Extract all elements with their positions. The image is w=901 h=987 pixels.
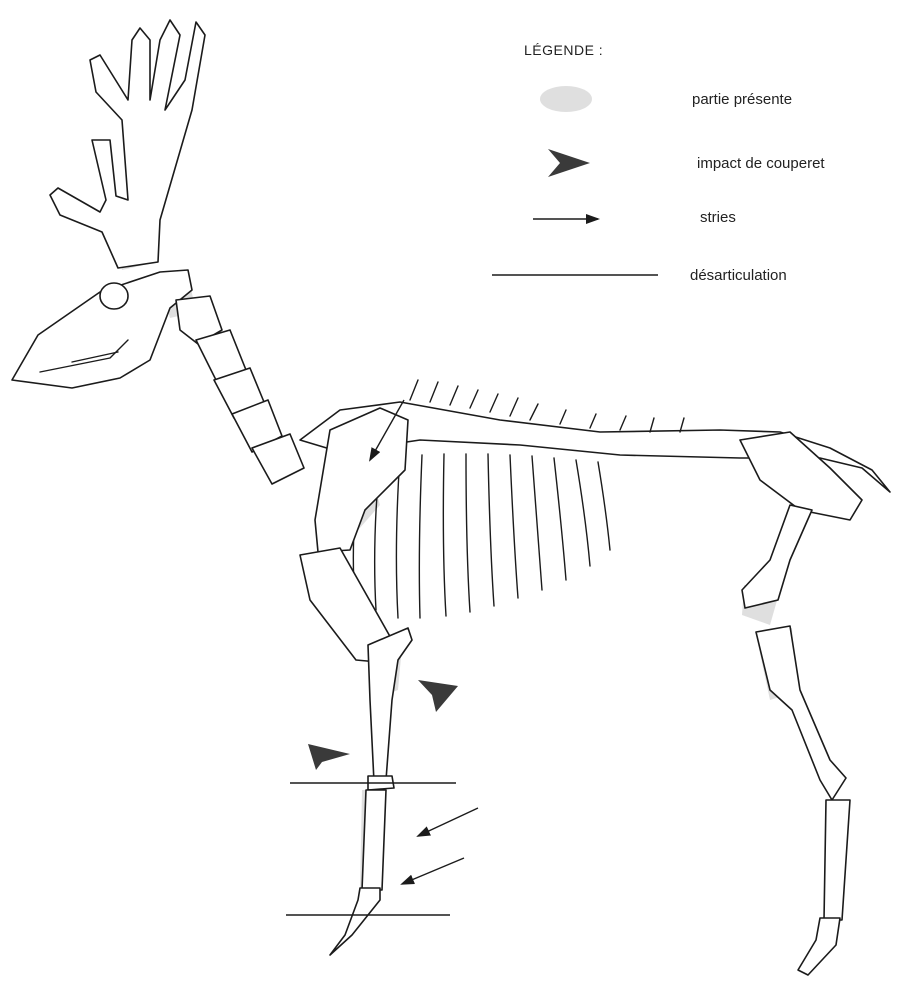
legend-title: LÉGENDE : xyxy=(524,42,603,58)
legend: LÉGENDE : partie présente impact de coup… xyxy=(492,42,825,284)
antler xyxy=(50,20,205,268)
radius-ulna xyxy=(368,628,412,782)
legend-present-swatch xyxy=(540,86,592,112)
legend-impact-icon xyxy=(548,149,590,177)
hind-phalanges xyxy=(798,918,840,975)
stries-arrow xyxy=(402,858,464,884)
tibia xyxy=(756,626,846,800)
impact-mark xyxy=(418,680,458,712)
metacarpal xyxy=(362,790,386,890)
legend-label-impact: impact de couperet xyxy=(697,155,825,172)
femur xyxy=(742,505,812,608)
legend-label-stries: stries xyxy=(700,209,736,226)
fore-phalanges xyxy=(330,888,380,955)
impact-mark xyxy=(308,744,350,770)
skull xyxy=(12,270,192,388)
eye-socket xyxy=(100,283,128,309)
legend-label-present: partie présente xyxy=(692,91,792,108)
legend-label-desarticulation: désarticulation xyxy=(690,267,787,284)
stries-arrow xyxy=(418,808,478,836)
present-parts xyxy=(112,212,845,890)
metatarsal xyxy=(824,800,850,920)
